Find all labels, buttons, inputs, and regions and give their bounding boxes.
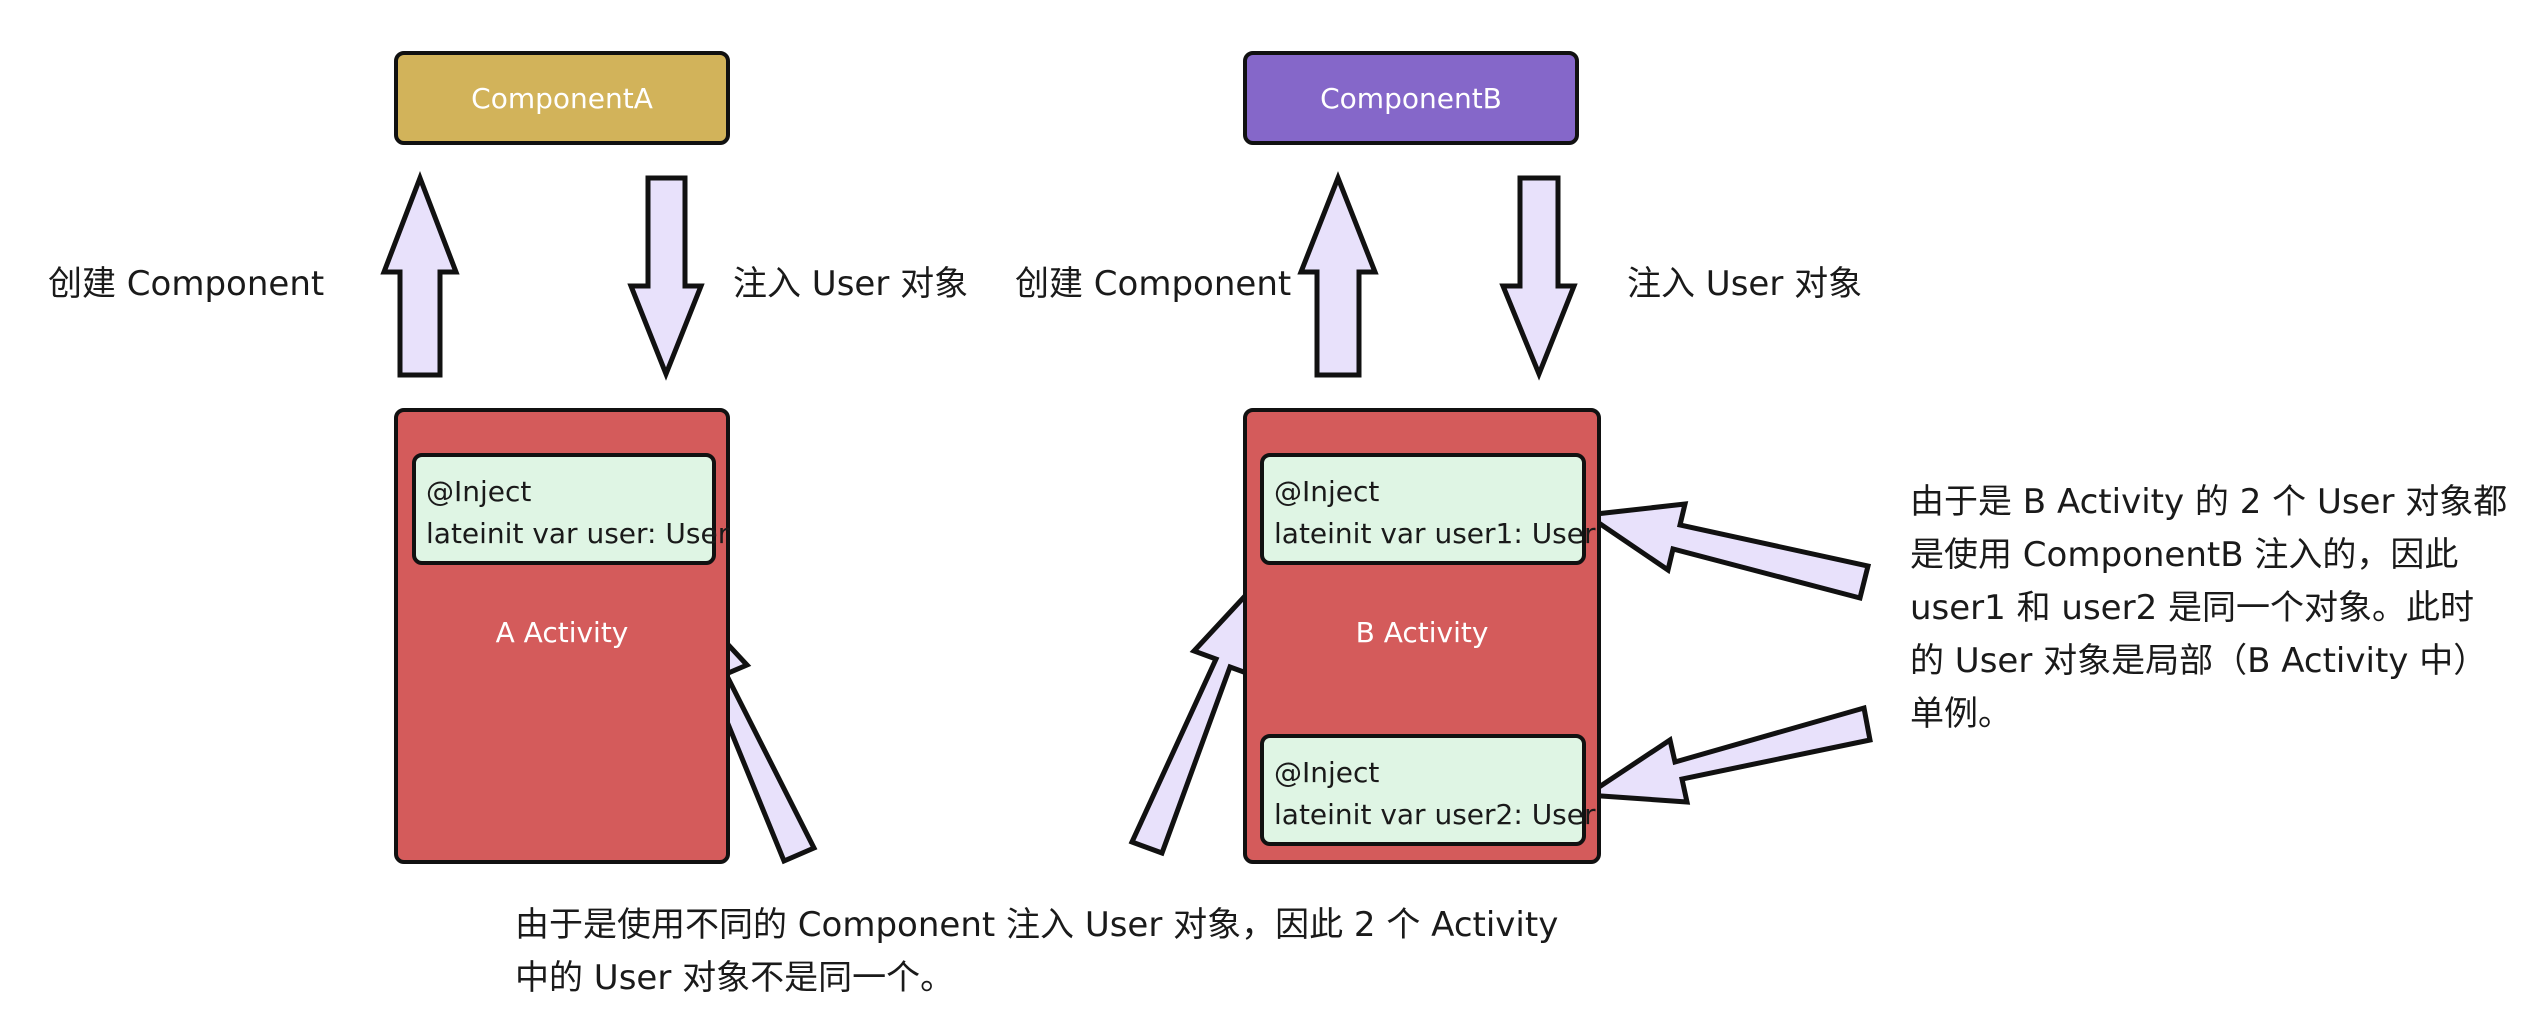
component-b-label: ComponentB bbox=[1320, 81, 1502, 115]
note-pointer-user2-arrow bbox=[1579, 704, 1873, 805]
right-note-line: 单例。 bbox=[1910, 694, 2012, 734]
right-note-line: 是使用 ComponentB 注入的，因此 bbox=[1910, 535, 2459, 575]
bottom-note-line: 中的 User 对象不是同一个。 bbox=[515, 958, 955, 998]
right-note-line: user1 和 user2 是同一个对象。此时 bbox=[1910, 588, 2475, 628]
inject-user-a-arrow bbox=[627, 175, 705, 381]
component-a-label: ComponentA bbox=[471, 81, 653, 115]
inject-declaration: lateinit var user2: User bbox=[1274, 798, 1596, 831]
component-b-box: ComponentB bbox=[1243, 51, 1579, 145]
create-component-b-arrow bbox=[1297, 171, 1379, 378]
inject-declaration: lateinit var user: User bbox=[426, 517, 730, 550]
bottom-note: 由于是使用不同的 Component 注入 User 对象，因此 2 个 Act… bbox=[515, 899, 1558, 1005]
activity-a-inject-field: @Inject lateinit var user: User bbox=[412, 453, 730, 565]
create-component-a-arrow bbox=[380, 171, 460, 378]
component-a-box: ComponentA bbox=[394, 51, 730, 145]
create-component-b-label: 创建 Component bbox=[1015, 264, 1292, 304]
note-pointer-user1-arrow bbox=[1580, 501, 1872, 602]
create-component-a-label: 创建 Component bbox=[48, 264, 325, 304]
right-note-line: 的 User 对象是局部（B Activity 中） bbox=[1910, 641, 2488, 681]
activity-b-inject-field-user2: @Inject lateinit var user2: User bbox=[1260, 734, 1596, 846]
inject-annotation: @Inject bbox=[426, 475, 532, 508]
activity-a-label: A Activity bbox=[495, 616, 629, 649]
bottom-note-line: 由于是使用不同的 Component 注入 User 对象，因此 2 个 Act… bbox=[515, 905, 1559, 945]
inject-user-a-label: 注入 User 对象 bbox=[733, 264, 969, 304]
inject-annotation: @Inject bbox=[1274, 475, 1380, 508]
inject-user-b-arrow bbox=[1499, 175, 1578, 381]
inject-annotation: @Inject bbox=[1274, 756, 1380, 789]
inject-user-b-label: 注入 User 对象 bbox=[1627, 264, 1863, 304]
activity-b-label: B Activity bbox=[1355, 616, 1489, 649]
inject-declaration: lateinit var user1: User bbox=[1274, 517, 1596, 550]
activity-b-inject-field-user1: @Inject lateinit var user1: User bbox=[1260, 453, 1596, 565]
right-note: 由于是 B Activity 的 2 个 User 对象都 是使用 Compon… bbox=[1910, 476, 2507, 741]
note-pointer-activity-b-arrow bbox=[1128, 575, 1261, 857]
right-note-line: 由于是 B Activity 的 2 个 User 对象都 bbox=[1910, 482, 2508, 522]
